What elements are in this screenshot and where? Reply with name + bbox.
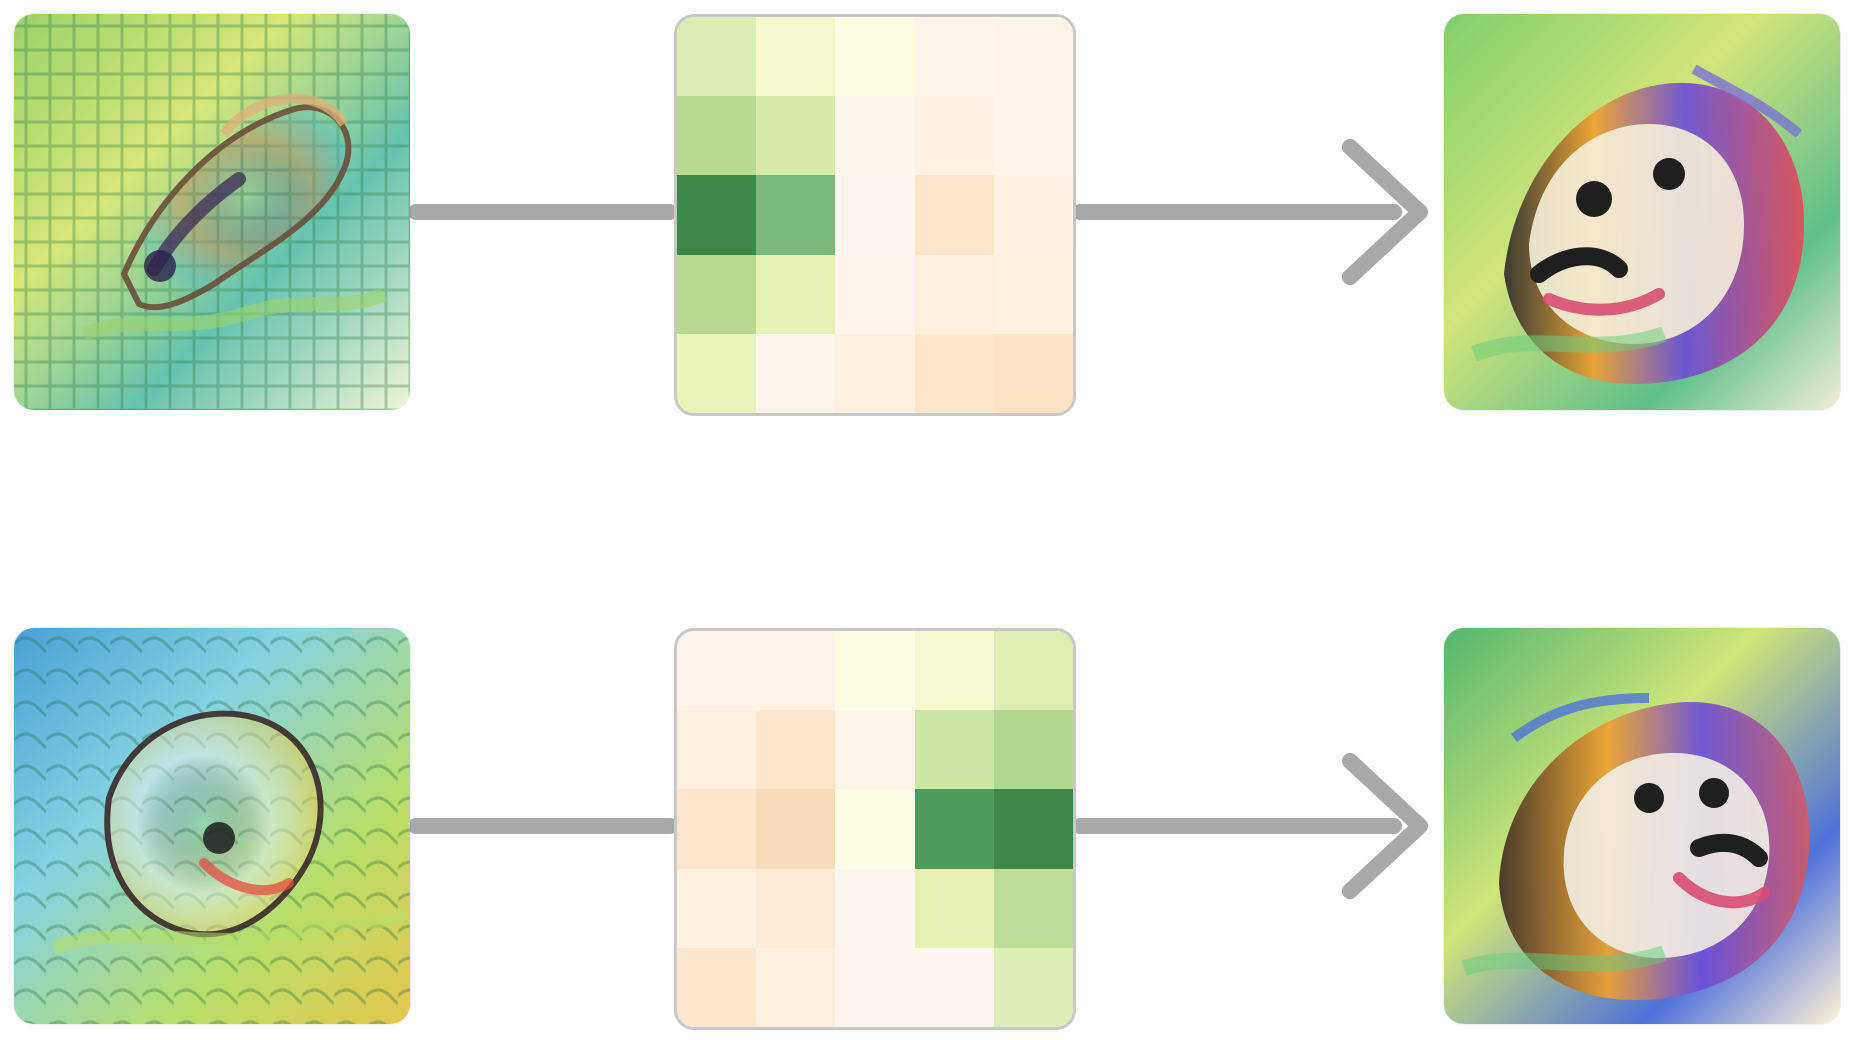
heatmap-cell-r4-c5 — [993, 254, 1073, 334]
heatmap-cell-r2-c4 — [914, 710, 994, 790]
heatmap-cell-r5-c1 — [677, 947, 757, 1027]
heatmap-cell-r3-c2 — [756, 789, 836, 869]
heatmap-cell-r4-c4 — [914, 868, 994, 948]
heatmap-cell-r5-c3 — [835, 333, 915, 413]
input-image — [14, 628, 410, 1024]
heatmap-cell-r1-c2 — [756, 631, 836, 711]
heatmap-cell-r2-c1 — [677, 96, 757, 176]
heatmap-cell-r2-c1 — [677, 710, 757, 790]
heatmap-cell-r4-c2 — [756, 868, 836, 948]
heatmap-grid — [677, 17, 1073, 413]
heatmap-cell-r3-c2 — [756, 175, 836, 255]
heatmap — [674, 14, 1076, 416]
connector-line-right — [1072, 204, 1402, 220]
heatmap-cell-r5-c5 — [993, 333, 1073, 413]
heatmap-cell-r1-c1 — [677, 631, 757, 711]
heatmap-grid — [677, 631, 1073, 1027]
output-image — [1444, 628, 1840, 1024]
heatmap-cell-r5-c2 — [756, 947, 836, 1027]
heatmap-cell-r4-c4 — [914, 254, 994, 334]
heatmap-cell-r5-c5 — [993, 947, 1073, 1027]
heatmap-cell-r5-c4 — [914, 333, 994, 413]
heatmap-cell-r5-c2 — [756, 333, 836, 413]
heatmap — [674, 628, 1076, 1030]
connector-line-left — [408, 204, 678, 220]
heatmap-cell-r1-c3 — [835, 631, 915, 711]
feature-visualization-dog-icon — [1444, 14, 1840, 410]
input-image — [14, 14, 410, 410]
feature-visualization-dog-icon — [1444, 628, 1840, 1024]
heatmap-cell-r1-c3 — [835, 17, 915, 97]
heatmap-cell-r5-c4 — [914, 947, 994, 1027]
heatmap-cell-r2-c4 — [914, 96, 994, 176]
diagram-row-2 — [0, 628, 1850, 1030]
arrowhead-icon — [1342, 753, 1428, 899]
heatmap-cell-r2-c2 — [756, 96, 836, 176]
abstract-feature-visualization-icon — [14, 628, 410, 1024]
heatmap-cell-r1-c2 — [756, 17, 836, 97]
heatmap-cell-r5-c3 — [835, 947, 915, 1027]
heatmap-cell-r4-c5 — [993, 868, 1073, 948]
arrowhead-icon — [1342, 139, 1428, 285]
heatmap-cell-r2-c3 — [835, 710, 915, 790]
heatmap-cell-r3-c1 — [677, 789, 757, 869]
heatmap-cell-r4-c2 — [756, 254, 836, 334]
heatmap-cell-r1-c4 — [914, 631, 994, 711]
heatmap-cell-r1-c1 — [677, 17, 757, 97]
heatmap-cell-r4-c3 — [835, 254, 915, 334]
heatmap-cell-r3-c4 — [914, 175, 994, 255]
heatmap-cell-r3-c5 — [993, 789, 1073, 869]
output-image — [1444, 14, 1840, 410]
heatmap-cell-r4-c1 — [677, 254, 757, 334]
heatmap-cell-r2-c5 — [993, 96, 1073, 176]
heatmap-cell-r1-c5 — [993, 631, 1073, 711]
heatmap-cell-r1-c4 — [914, 17, 994, 97]
heatmap-cell-r5-c1 — [677, 333, 757, 413]
heatmap-cell-r2-c2 — [756, 710, 836, 790]
abstract-feature-visualization-icon — [14, 14, 410, 410]
heatmap-cell-r2-c3 — [835, 96, 915, 176]
heatmap-cell-r4-c3 — [835, 868, 915, 948]
heatmap-cell-r3-c3 — [835, 789, 915, 869]
connector-line-right — [1072, 818, 1402, 834]
heatmap-cell-r3-c3 — [835, 175, 915, 255]
heatmap-cell-r1-c5 — [993, 17, 1073, 97]
connector-line-left — [408, 818, 678, 834]
heatmap-cell-r3-c1 — [677, 175, 757, 255]
heatmap-cell-r2-c5 — [993, 710, 1073, 790]
diagram-row-1 — [0, 14, 1850, 416]
heatmap-cell-r3-c4 — [914, 789, 994, 869]
heatmap-cell-r3-c5 — [993, 175, 1073, 255]
heatmap-cell-r4-c1 — [677, 868, 757, 948]
